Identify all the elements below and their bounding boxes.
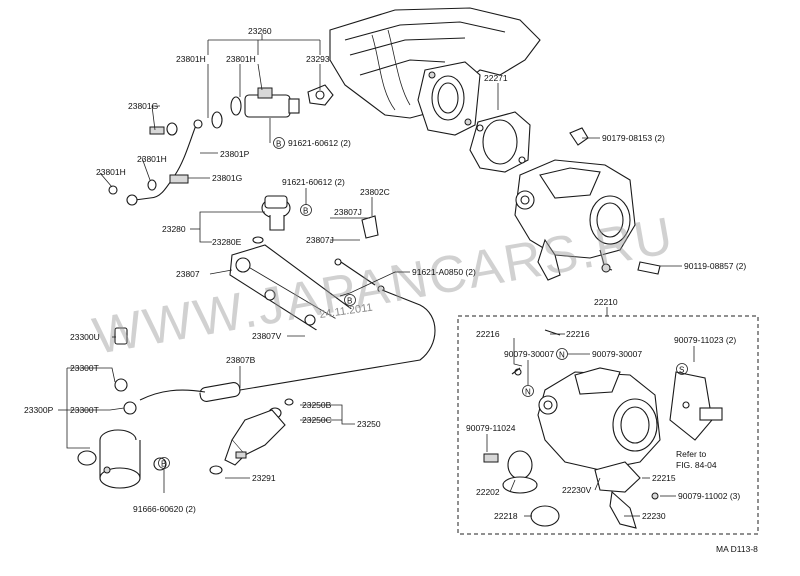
symbol-b: B [303,207,308,216]
symbol-b: B [347,297,352,306]
label-23807: 23807 [176,269,200,279]
symbol-b-circle [300,204,312,216]
label-23807J: 23807J [306,235,334,245]
throttle-body-upper-drawing [514,127,661,281]
figure-code: MA D113-8 [716,544,758,554]
label-23250C: 23250C [302,415,332,425]
label-23801P: 23801P [220,149,250,159]
label-90079-11023: 90079-11023 (2) [674,335,736,345]
symbol-b-circle [158,457,170,469]
label-23807V: 23807V [252,331,282,341]
label-23300T: 23300T [70,405,99,415]
label-23291: 23291 [252,473,276,483]
part-labels: 23260 23801H 23801H 23293 23801G 91621-6… [24,26,758,554]
symbol-b: B [161,460,166,469]
symbol-n-circle [522,385,534,397]
label-23807B: 23807B [226,355,256,365]
symbol-s: S [679,366,684,375]
label-22202: 22202 [476,487,500,497]
label-23280: 23280 [162,224,186,234]
symbol-n: N [559,351,565,360]
label-90079-11024: 90079-11024 [466,423,516,433]
pressure-regulator-23280-drawing [252,195,379,244]
label-23300P: 23300P [24,405,54,415]
symbols: B B B B N N S [158,137,688,469]
label-22230V: 22230V [562,485,592,495]
symbol-n: N [525,388,531,397]
label-23802C: 23802C [360,187,390,197]
label-90119-08857: 90119-08857 (2) [684,261,746,271]
symbol-n-circle [556,348,568,360]
refer-note-line1: Refer to [676,449,707,459]
label-23293: 23293 [306,54,330,64]
gasket-22271-drawing [469,111,531,173]
label-23250: 23250 [357,419,381,429]
label-23801H: 23801H [226,54,256,64]
symbol-b-circle [273,137,285,149]
label-22215: 22215 [652,473,676,483]
label-91621-60612: 91621-60612 (2) [282,177,345,187]
label-90079-30007: 90079-30007 [592,349,642,359]
symbol-s-circle [676,363,688,375]
label-91666-60620: 91666-60620 (2) [133,504,196,514]
throttle-body-assembly-box [457,315,759,535]
label-22216: 22216 [566,329,590,339]
intake-manifold-drawing [329,7,541,136]
label-23801G: 23801G [212,173,242,183]
fuel-filter-23300P-drawing [77,327,167,489]
label-22271: 22271 [484,73,508,83]
label-23300T: 23300T [70,363,99,373]
symbol-b-circle [344,294,356,306]
injector-23250-drawing [209,398,294,475]
label-91621-A0850: 91621-A0850 (2) [412,267,476,277]
label-23801H: 23801H [96,167,126,177]
throttle-body-lower-drawing [483,329,723,529]
label-23801H: 23801H [176,54,206,64]
label-22216: 22216 [476,329,500,339]
label-23300U: 23300U [70,332,100,342]
leader-lines [58,34,695,517]
label-23801G: 23801G [128,101,158,111]
label-22230: 22230 [642,511,666,521]
label-23250B: 23250B [302,400,332,410]
label-23280E: 23280E [212,237,242,247]
symbol-b: B [276,140,281,149]
label-90179-08153: 90179-08153 (2) [602,133,665,143]
label-90079-30007: 90079-30007 [504,349,554,359]
fuel-hose-23807B-drawing [139,289,436,402]
injector-23260-drawing [211,84,334,129]
label-23260: 23260 [248,26,272,36]
label-23807J: 23807J [334,207,362,217]
fuel-pipe-23801P-drawing [108,119,203,206]
label-22218: 22218 [494,511,518,521]
label-91621-60612: 91621-60612 (2) [288,138,351,148]
label-90079-11002: 90079-11002 (3) [678,491,740,501]
refer-note-line2: FIG. 84-04 [676,460,717,470]
label-23801H: 23801H [137,154,167,164]
label-22210: 22210 [594,297,618,307]
